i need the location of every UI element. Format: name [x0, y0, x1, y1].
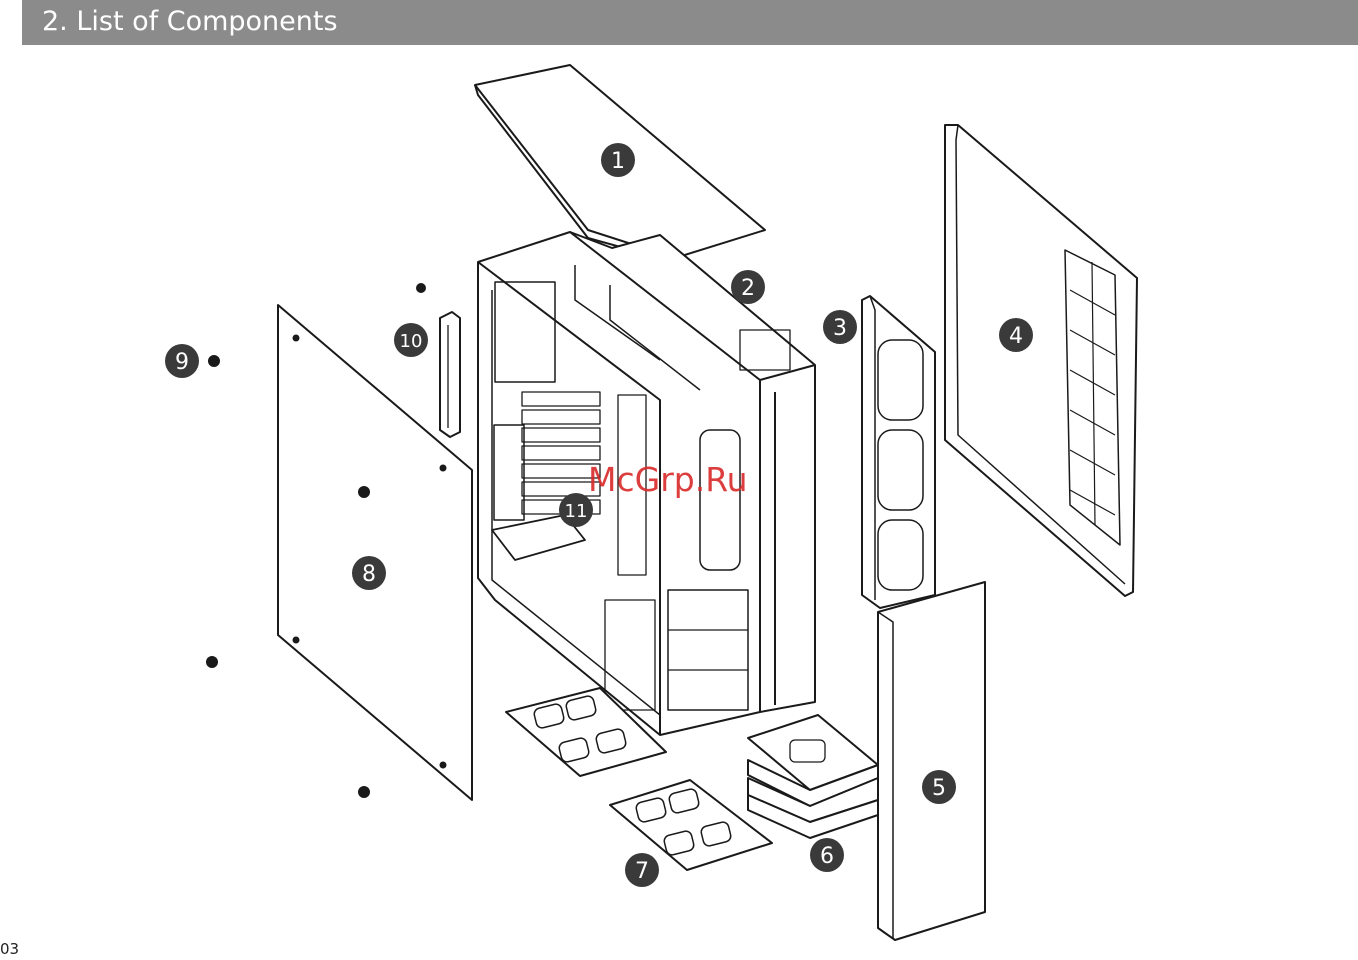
badge-6: 6 — [810, 838, 844, 872]
svg-text:8: 8 — [362, 562, 376, 587]
svg-text:2: 2 — [741, 276, 755, 301]
badge-2: 2 — [731, 270, 765, 304]
svg-text:6: 6 — [820, 844, 834, 869]
svg-text:1: 1 — [611, 149, 625, 174]
bracket-part — [440, 312, 460, 437]
badge-1: 1 — [601, 143, 635, 177]
vented-side-panel-part — [945, 125, 1137, 596]
svg-text:3: 3 — [833, 316, 847, 341]
svg-text:9: 9 — [175, 350, 189, 375]
badge-9: 9 — [165, 344, 199, 378]
badge-8: 8 — [352, 556, 386, 590]
watermark-text: McGrp.Ru — [588, 460, 748, 499]
svg-text:7: 7 — [635, 859, 649, 884]
badge-3: 3 — [823, 310, 857, 344]
page-number: 03 — [0, 940, 19, 958]
badge-7: 7 — [625, 853, 659, 887]
badge-5: 5 — [922, 770, 956, 804]
svg-text:11: 11 — [565, 501, 588, 522]
front-frame-part — [862, 296, 935, 608]
badge-10: 10 — [394, 323, 428, 357]
badge-4: 4 — [999, 318, 1033, 352]
drive-trays-part — [748, 715, 878, 838]
svg-text:4: 4 — [1009, 324, 1023, 349]
svg-text:5: 5 — [932, 776, 946, 801]
svg-text:10: 10 — [400, 331, 423, 352]
front-panel-part — [878, 582, 985, 940]
